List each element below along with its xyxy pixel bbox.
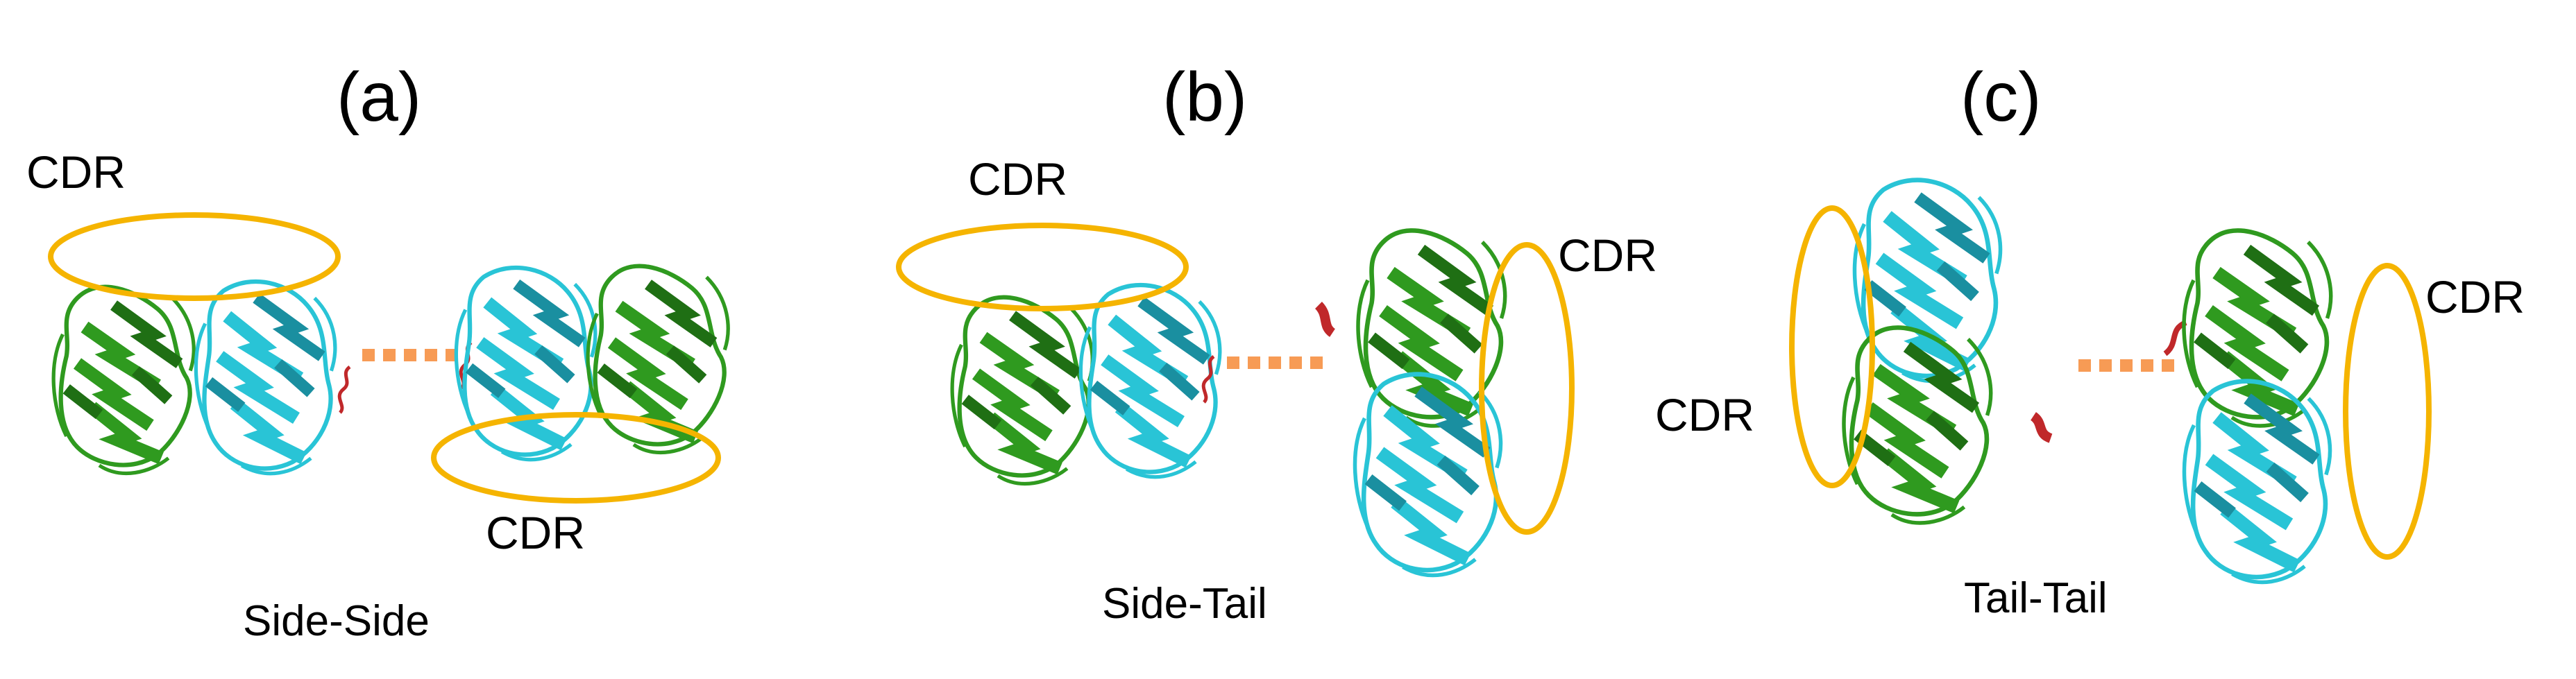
interaction-dashes-c bbox=[2078, 359, 2174, 372]
panel-c-label: (c) bbox=[1960, 58, 2042, 136]
linker-c-right bbox=[2163, 320, 2187, 356]
cdr-label-c-left: CDR bbox=[1655, 389, 1754, 440]
panel-c bbox=[1789, 180, 2432, 583]
cdr-label-a-bottom: CDR bbox=[486, 507, 585, 558]
linker-b-right bbox=[1314, 302, 1336, 337]
cdr-ellipse-a-top bbox=[48, 212, 341, 301]
panel-a bbox=[48, 212, 728, 504]
cdr-ellipse-b-top bbox=[896, 223, 1189, 311]
linker-a-left bbox=[339, 367, 350, 413]
interaction-dashes-a bbox=[362, 349, 458, 361]
cdr-ellipse-b-right bbox=[1479, 242, 1575, 535]
caption-side-side: Side-Side bbox=[243, 597, 430, 645]
caption-tail-tail: Tail-Tail bbox=[1964, 574, 2108, 622]
cdr-label-b-top: CDR bbox=[968, 153, 1067, 205]
protein-c-left bbox=[1844, 180, 2000, 523]
panel-b bbox=[896, 223, 1575, 575]
cdr-label-b-right: CDR bbox=[1558, 230, 1657, 281]
protein-c-right bbox=[2184, 230, 2331, 582]
cdr-ellipse-a-bottom bbox=[431, 412, 721, 504]
cdr-ellipse-c-right bbox=[2343, 263, 2432, 560]
cdr-label-a-top: CDR bbox=[26, 146, 126, 198]
caption-side-tail: Side-Tail bbox=[1102, 580, 1267, 628]
protein-a-left bbox=[53, 282, 335, 474]
interaction-dashes-b bbox=[1227, 356, 1323, 369]
cdr-label-c-right: CDR bbox=[2425, 271, 2525, 323]
panel-a-label: (a) bbox=[337, 58, 422, 136]
linker-c-left bbox=[2030, 412, 2053, 443]
protein-b-left bbox=[952, 285, 1220, 483]
cdr-ellipse-c-left bbox=[1789, 205, 1875, 488]
panel-b-label: (b) bbox=[1162, 58, 1248, 136]
